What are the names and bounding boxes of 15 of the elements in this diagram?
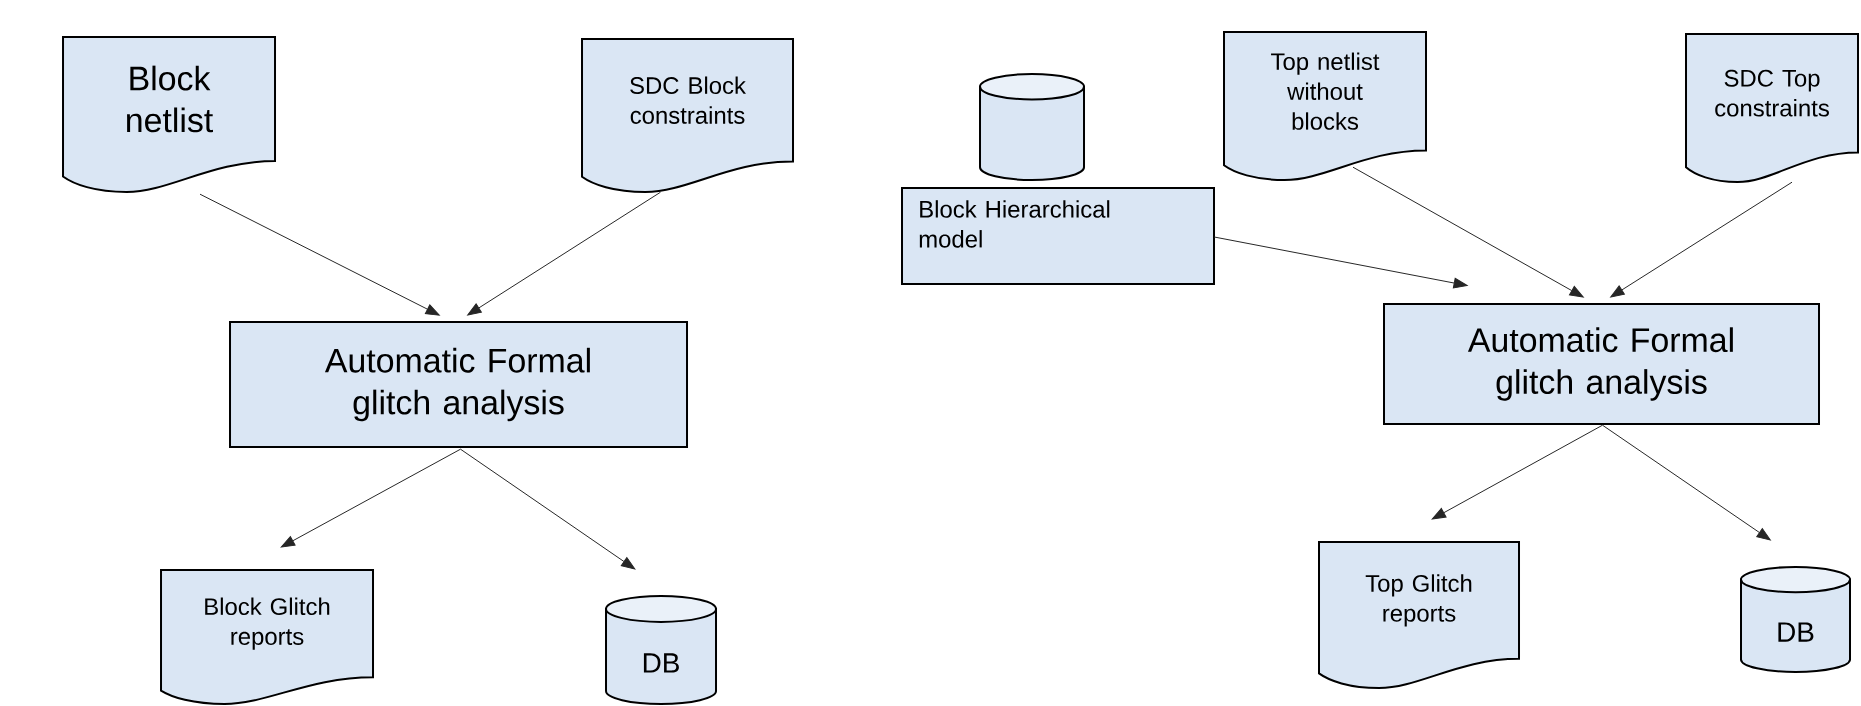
process-box: Automatic Formal glitch analysis — [1383, 303, 1820, 425]
arrow — [1431, 424, 1603, 520]
arrow — [1213, 236, 1468, 289]
arrow — [1610, 181, 1793, 298]
arrow — [1602, 424, 1771, 541]
model-box: Block Hierarchical model — [901, 187, 1215, 285]
database-cylinder — [979, 73, 1085, 181]
arrow — [467, 191, 661, 316]
arrow — [280, 448, 461, 548]
arrow — [460, 448, 636, 570]
arrow — [1352, 166, 1584, 298]
database-cylinder: DB — [605, 595, 717, 705]
database-cylinder: DB — [1740, 566, 1851, 673]
arrow — [199, 193, 440, 316]
process-box: Automatic Formal glitch analysis — [229, 321, 688, 448]
